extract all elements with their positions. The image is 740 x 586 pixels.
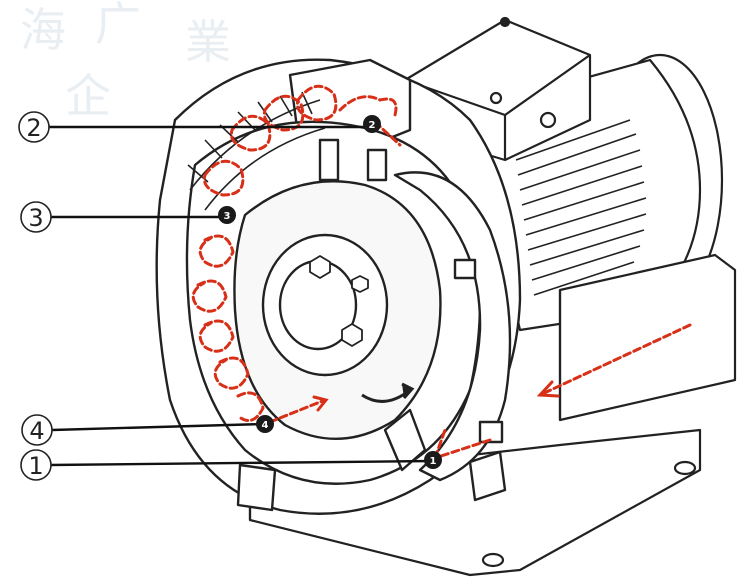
- mounting-hole-icon: [673, 460, 697, 476]
- callout-circle: [21, 414, 53, 446]
- hub-bolts: [309, 255, 369, 347]
- callout-label: 3: [28, 204, 43, 232]
- point-marker-2: 2: [363, 115, 381, 133]
- mounting-hole-icon: [481, 552, 505, 568]
- watermark-char: 海: [20, 3, 66, 57]
- callouts: 2 3 4 1: [18, 111, 433, 481]
- screw-icon: [539, 111, 557, 129]
- motor-fins: [515, 119, 647, 296]
- callout-label: 2: [26, 114, 41, 142]
- flow-arrow-icon: [536, 380, 560, 398]
- callout-label: 1: [28, 452, 43, 480]
- housing-foot: [236, 463, 277, 512]
- callout-circle: [18, 111, 50, 143]
- point-markers: 2 3 4 1: [218, 115, 442, 469]
- callout-3: 3: [20, 201, 227, 233]
- side-cover: [393, 171, 512, 482]
- vane-stub: [383, 408, 427, 472]
- screw-icon: [489, 91, 503, 105]
- point-label: 4: [262, 420, 269, 431]
- clamp: [453, 258, 477, 280]
- callout-label: 4: [29, 417, 44, 445]
- point-label: 3: [224, 211, 231, 222]
- point-label: 2: [369, 120, 376, 131]
- point-marker-1: 1: [424, 451, 442, 469]
- callout-2: 2: [18, 111, 372, 143]
- callout-circle: [20, 201, 52, 233]
- callout-circle: [20, 449, 52, 481]
- leader-line: [49, 459, 433, 467]
- watermark-char: 广: [95, 0, 141, 51]
- watermark: 海 广 企 業: [20, 0, 231, 123]
- point-label: 1: [430, 456, 437, 467]
- housing-foot: [468, 450, 507, 502]
- point-marker-3: 3: [218, 206, 236, 224]
- inlet-flow: [538, 323, 692, 397]
- point-marker-4: 4: [256, 415, 274, 433]
- callout-1: 1: [20, 449, 433, 481]
- watermark-char: 業: [185, 15, 231, 69]
- air-flow-path: [191, 84, 692, 460]
- watermark-char: 企: [65, 69, 111, 123]
- rotation-arrow-icon: [361, 382, 415, 403]
- clamp: [318, 138, 340, 182]
- clamp: [366, 148, 388, 182]
- clamp: [478, 420, 504, 444]
- leader-line: [51, 422, 265, 432]
- callout-4: 4: [21, 414, 265, 446]
- flow-arrow-icon: [312, 395, 329, 412]
